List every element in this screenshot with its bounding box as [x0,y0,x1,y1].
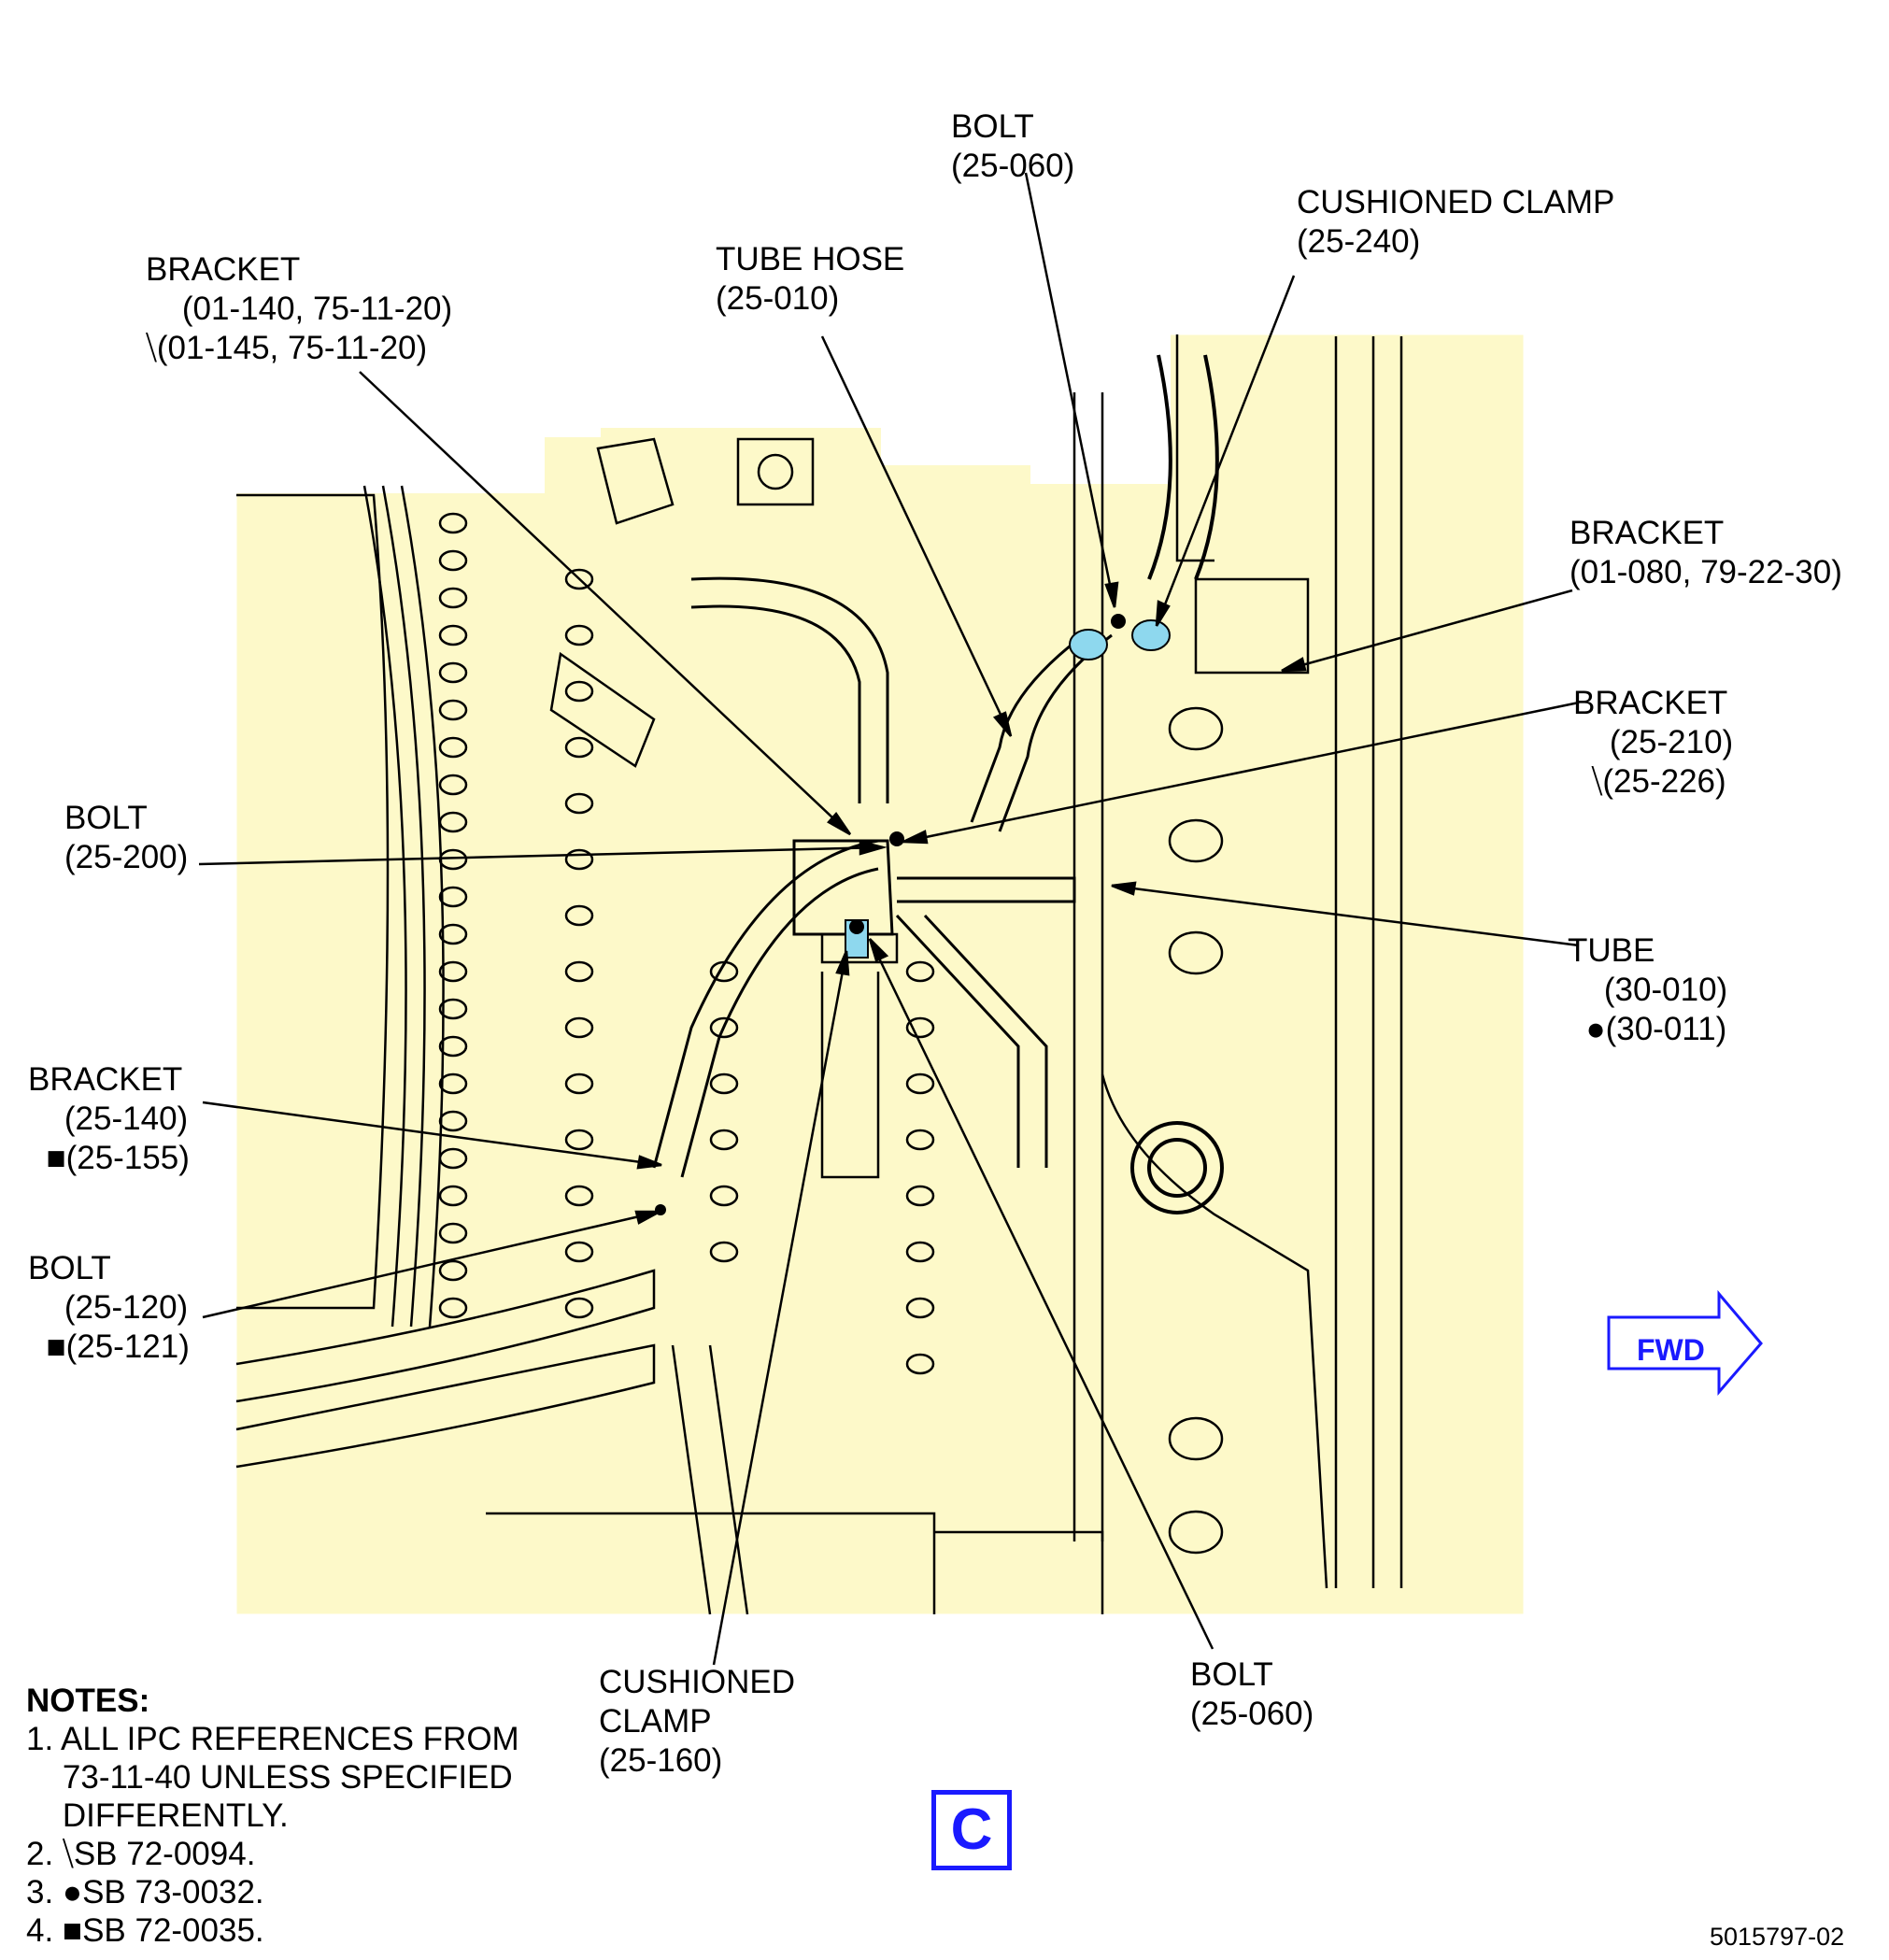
label-tube-ref2: (30-011) [1605,1011,1727,1047]
label-tube-hose: TUBE HOSE (25-010) [716,240,904,319]
label-bracket-01080-ref: (01-080, 79-22-30) [1569,554,1842,590]
leader-lines [198,172,1580,1666]
cushioned-clamp-highlight-upper-left [1069,629,1108,660]
highlighted-parts [845,619,1171,959]
label-tube-name: TUBE [1568,932,1655,969]
label-bracket-25210-ref2: (25-226) [1602,763,1726,800]
label-tube-ref1: (30-010) [1603,972,1728,1008]
label-bracket-01080-name: BRACKET [1569,515,1725,551]
notes-heading: NOTES: [26,1683,150,1719]
note-4-text: SB 72-0035. [82,1912,264,1949]
label-bolt-bottom: BOLT (25-060) [1190,1655,1314,1734]
label-bracket-01080: BRACKET (01-080, 79-22-30) [1569,514,1842,592]
label-bolt-top: BOLT (25-060) [951,107,1074,186]
nozzle-row-left [438,512,468,1319]
view-letter-box: C [931,1790,1012,1870]
label-bolt-top-ref: (25-060) [951,148,1075,184]
label-cushioned-clamp-top-ref: (25-240) [1297,223,1421,260]
notes-block: NOTES: 1. ALL IPC REFERENCES FROM 73-11-… [26,1682,519,1950]
label-bolt-25200: BOLT (25-200) [64,799,188,877]
note-1b: 73-11-40 UNLESS SPECIFIED [26,1759,513,1796]
circle-symbol: ● [62,1874,83,1910]
note-3-num: 3. [26,1874,63,1910]
label-bolt-25200-name: BOLT [64,800,148,836]
label-bracket-25140: BRACKET (25-140) ■(25-155) [28,1060,190,1178]
label-cushioned-clamp-bottom-name1: CUSHIONED [599,1664,796,1700]
label-bracket-25210-name: BRACKET [1573,685,1728,721]
note-2-text: SB 72-0094. [73,1836,256,1872]
cushioned-clamp-highlight-upper-right [1131,619,1171,651]
square-symbol: ■ [62,1912,83,1949]
label-bolt-25120-name: BOLT [28,1250,111,1286]
note-1c: DIFFERENTLY. [26,1797,289,1834]
note-1a: 1. ALL IPC REFERENCES FROM [26,1721,519,1757]
note-3-text: SB 73-0032. [82,1874,264,1910]
label-bracket-25210-ref1: (25-210) [1609,724,1734,760]
triangle-symbol: ⧹ [146,330,157,366]
bolt-heads [655,614,1126,1215]
fwd-label: FWD [1637,1333,1705,1367]
label-bracket-01140: BRACKET (01-140, 75-11-20) ⧹(01-145, 75-… [146,250,452,368]
nozzle-row-center [709,960,935,1375]
label-bolt-25120-ref2: (25-121) [65,1328,190,1365]
figure-number: 5015797-02 [1710,1923,1845,1951]
engine-linework [235,334,1403,1615]
note-2-num: 2. [26,1836,63,1872]
label-tube-hose-name: TUBE HOSE [716,241,905,277]
label-cushioned-clamp-top: CUSHIONED CLAMP (25-240) [1297,183,1614,262]
label-cushioned-clamp-bottom-name2: CLAMP [599,1703,712,1740]
label-bracket-25140-name: BRACKET [28,1061,183,1098]
label-bolt-25200-ref: (25-200) [64,839,189,875]
label-bolt-top-name: BOLT [951,108,1034,145]
square-symbol: ■ [46,1140,66,1176]
label-bracket-25140-ref2: (25-155) [65,1140,190,1176]
label-bolt-bottom-name: BOLT [1190,1656,1273,1693]
circle-symbol: ● [1585,1011,1606,1047]
fwd-arrow [1607,1289,1763,1397]
label-cushioned-clamp-bottom-ref: (25-160) [599,1742,723,1779]
cushioned-clamp-highlight-lower [845,919,869,959]
illustration-background [236,334,1524,1614]
label-tube-hose-ref: (25-010) [716,280,840,317]
label-cushioned-clamp-bottom: CUSHIONED CLAMP (25-160) [599,1663,795,1781]
square-symbol: ■ [46,1328,66,1365]
triangle-symbol: ⧹ [1591,763,1603,800]
label-bolt-bottom-ref: (25-060) [1190,1696,1314,1732]
label-tube: TUBE (30-010) ●(30-011) [1568,931,1727,1049]
label-bolt-25120: BOLT (25-120) ■(25-121) [28,1249,190,1367]
nozzle-row-middle [564,568,594,1319]
label-bolt-25120-ref1: (25-120) [64,1289,189,1326]
label-bracket-01140-name: BRACKET [146,251,301,288]
label-bracket-01140-ref2: (01-145, 75-11-20) [156,330,428,366]
label-cushioned-clamp-top-name: CUSHIONED CLAMP [1297,184,1615,220]
note-4-num: 4. [26,1912,63,1949]
label-bracket-25210: BRACKET (25-210) ⧹(25-226) [1573,684,1733,802]
label-bracket-25140-ref1: (25-140) [64,1101,189,1137]
label-bracket-01140-ref1: (01-140, 75-11-20) [181,291,453,327]
triangle-symbol: ⧹ [62,1836,74,1872]
